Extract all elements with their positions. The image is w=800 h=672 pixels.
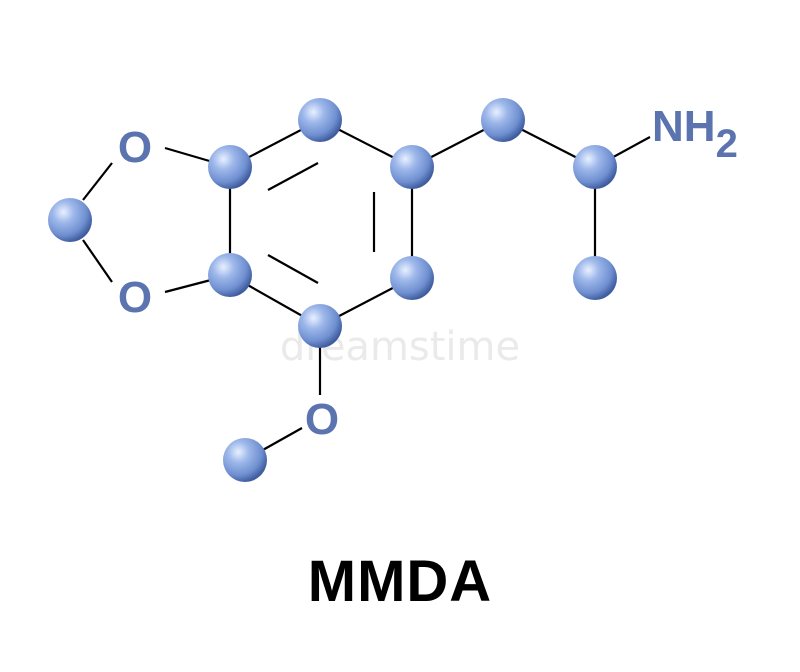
carbon-atom-c2: [298, 98, 342, 142]
bond-o-top-ch2: [82, 162, 113, 201]
molecule-name-title: MMDA: [307, 549, 493, 614]
carbon-atom-methoxy-ch3: [223, 438, 267, 482]
oxygen-label-bottom: O: [118, 273, 152, 322]
carbon-atom-side-ch: [573, 145, 617, 189]
bond-inner-double-1: [267, 162, 319, 191]
bond-inner-double-3: [267, 254, 319, 284]
atoms: [48, 98, 617, 482]
oxygen-label-methoxy: O: [305, 395, 339, 444]
carbon-atom-c4: [390, 256, 434, 300]
carbon-atom-side-ch3: [573, 256, 617, 300]
carbon-atom-c5: [298, 304, 342, 348]
carbon-atom-c6: [208, 253, 252, 297]
carbon-atom-side-ch2: [481, 98, 525, 142]
carbon-atom-c1: [208, 145, 252, 189]
oxygen-label-top: O: [118, 123, 152, 172]
atom-labels: O O O NH2: [118, 102, 738, 444]
amine-label-main: NH: [652, 102, 716, 151]
carbon-atom-methylene: [48, 198, 92, 242]
bonds: [82, 119, 651, 461]
amine-label-subscript: 2: [716, 122, 738, 166]
bond-ch2-o-bottom: [82, 239, 113, 283]
carbon-atom-c3: [390, 145, 434, 189]
amine-label: NH2: [652, 102, 738, 166]
